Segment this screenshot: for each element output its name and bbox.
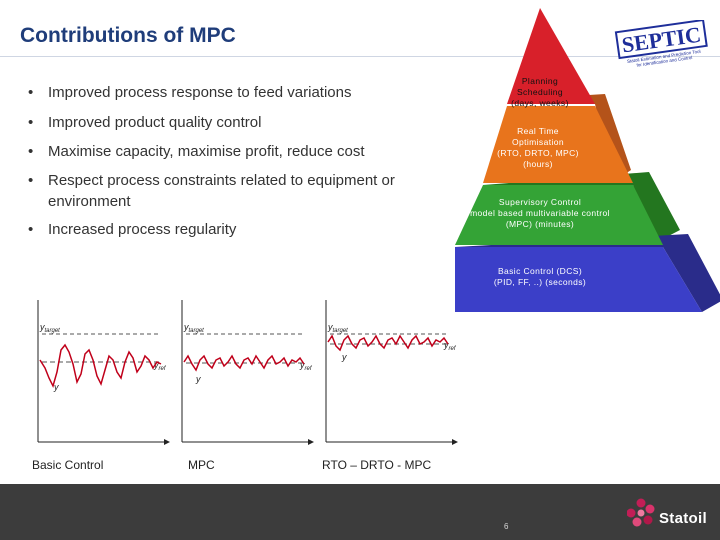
bullet-dot: • <box>28 170 33 191</box>
pyramid-label-line: Real Time <box>488 126 588 137</box>
footer-bar <box>0 484 720 540</box>
pyramid-label-supervisory: Supervisory Control model based multivar… <box>460 197 620 230</box>
pyramid-label-rto: Real Time Optimisation (RTO, DRTO, MPC) … <box>488 126 588 170</box>
pyramid-label-line: Scheduling <box>495 87 585 98</box>
plot-caption-mpc: MPC <box>188 458 215 472</box>
plot-caption-basic-control: Basic Control <box>32 458 103 472</box>
pyramid-label-line: Optimisation <box>488 137 588 148</box>
bullet-text: Respect process constraints related to e… <box>48 170 428 212</box>
plot-mpc: ytarget yref y <box>182 300 314 445</box>
bullet-dot: • <box>28 112 33 133</box>
svg-text:yref: yref <box>443 340 457 352</box>
bullet-text: Improved product quality control <box>48 112 428 133</box>
svg-text:ytarget: ytarget <box>327 322 348 334</box>
statoil-wordmark: Statoil <box>659 510 707 527</box>
pyramid-label-line: (PID, FF, ..) (seconds) <box>470 277 610 288</box>
pyramid-label-basic: Basic Control (DCS) (PID, FF, ..) (secon… <box>470 266 610 288</box>
pyramid-label-line: model based multivariable control <box>460 208 620 219</box>
svg-text:y: y <box>195 374 201 384</box>
svg-text:ytarget: ytarget <box>39 322 60 334</box>
pyramid-label-planning: Planning Scheduling (days, weeks) <box>495 76 585 109</box>
bullet-text: Increased process regularity <box>48 219 428 240</box>
page-number: 6 <box>504 522 508 531</box>
bullet-text: Improved process response to feed variat… <box>48 82 428 103</box>
pyramid-label-line: (MPC) (minutes) <box>460 219 620 230</box>
pyramid-label-line: Basic Control (DCS) <box>470 266 610 277</box>
plot-basic-control: ytarget yref y <box>38 300 170 445</box>
bullet-text: Maximise capacity, maximise profit, redu… <box>48 141 428 162</box>
control-plots: ytarget yref y ytarget yref y ytarget yr… <box>20 290 480 450</box>
page-title: Contributions of MPC <box>20 24 236 48</box>
svg-text:ytarget: ytarget <box>183 322 204 334</box>
pyramid-label-line: (days, weeks) <box>495 98 585 109</box>
svg-text:y: y <box>341 352 347 362</box>
plot-caption-rto: RTO – DRTO - MPC <box>322 458 431 472</box>
pyramid-label-line: Planning <box>495 76 585 87</box>
bullet-dot: • <box>28 141 33 162</box>
bullet-dot: • <box>28 219 33 240</box>
pyramid-label-line: (hours) <box>488 159 588 170</box>
bullet-dot: • <box>28 82 33 103</box>
svg-text:yref: yref <box>299 360 313 372</box>
pyramid-label-line: (RTO, DRTO, MPC) <box>488 148 588 159</box>
pyramid-label-line: Supervisory Control <box>460 197 620 208</box>
plot-rto-drto-mpc: ytarget yref y <box>326 300 458 445</box>
